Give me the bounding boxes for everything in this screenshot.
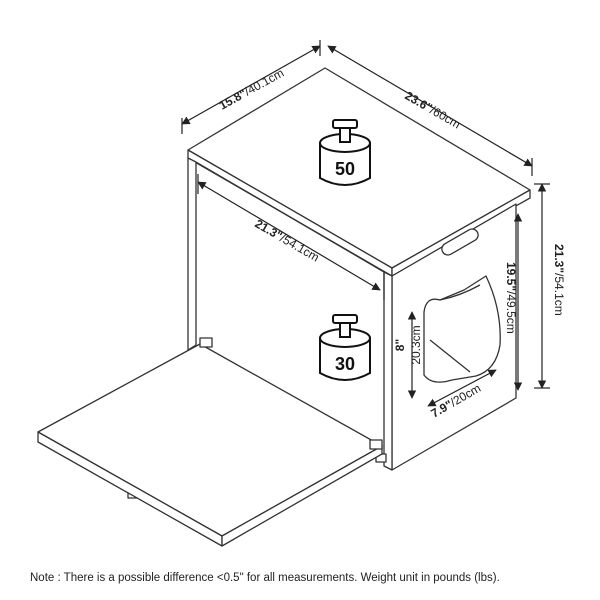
weight-icon-shelf: 30	[319, 314, 371, 381]
side-opening-inner	[429, 284, 481, 373]
footnote: Note : There is a possible difference <0…	[30, 572, 500, 584]
cabinet-left-panel	[187, 157, 197, 351]
hinge	[369, 439, 383, 450]
inner-height-label: 19.5"/49.5cm	[504, 262, 518, 334]
weight-label-shelf: 30	[335, 354, 355, 374]
hinge	[199, 337, 213, 348]
cabinet-side-panel-front-edge	[383, 271, 393, 471]
cabinet-top-side-edge	[391, 189, 531, 277]
handle-slot	[441, 228, 479, 256]
height-label: 21.3"/54.1cm	[552, 244, 566, 316]
dimension-lines	[181, 40, 550, 407]
opening-height-label: 8"	[393, 339, 407, 351]
weight-label-top: 50	[335, 159, 355, 179]
door-panel	[37, 337, 383, 547]
opening-height-cm-label: 20.3cm	[409, 325, 423, 364]
door-panel-side-edge	[221, 445, 383, 547]
